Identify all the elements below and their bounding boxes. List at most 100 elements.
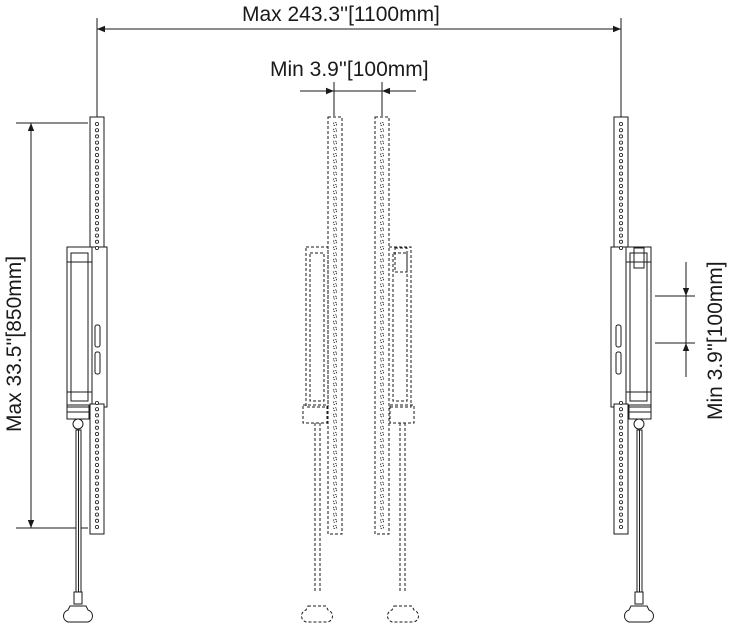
rail-hole xyxy=(332,351,337,356)
rail-hole xyxy=(95,400,100,405)
rail-hole xyxy=(379,227,384,232)
rail-hole xyxy=(332,258,337,263)
rail-hole xyxy=(95,431,100,436)
rail-hole xyxy=(332,128,337,133)
rail-hole xyxy=(619,214,624,219)
rail-hole xyxy=(619,469,624,474)
max-height-label: Max 33.5''[850mm] xyxy=(3,255,26,432)
rail-hole xyxy=(332,382,337,387)
rail-hole xyxy=(379,208,384,213)
rail-hole xyxy=(332,196,337,201)
rail-hole xyxy=(332,407,337,412)
rail-hole xyxy=(379,419,384,424)
rail-hole xyxy=(95,481,100,486)
rail-hole xyxy=(619,512,624,517)
rail-hole xyxy=(332,394,337,399)
rail-hole xyxy=(379,171,384,176)
rail-hole xyxy=(332,512,337,517)
rail-hole xyxy=(95,152,100,157)
rail-hole xyxy=(379,320,384,325)
rail-hole xyxy=(332,183,337,188)
rail-hole xyxy=(379,177,384,182)
rail-hole xyxy=(379,518,384,523)
rail-hole xyxy=(379,351,384,356)
rail-hole xyxy=(332,270,337,275)
rail-hole xyxy=(379,462,384,467)
rail-hole xyxy=(379,413,384,418)
rail-hole xyxy=(379,122,384,127)
rail-hole xyxy=(332,295,337,300)
rail-hole xyxy=(379,295,384,300)
rail-hole xyxy=(332,493,337,498)
rail-hole xyxy=(332,307,337,312)
rail-hole xyxy=(379,221,384,226)
left-bracket xyxy=(63,116,108,623)
rail-hole xyxy=(95,475,100,480)
rail-hole xyxy=(95,462,100,467)
rail-hole xyxy=(95,208,100,213)
rail-hole xyxy=(332,146,337,151)
rail-hole xyxy=(619,146,624,151)
rail-hole xyxy=(95,221,100,226)
rail-hole xyxy=(619,431,624,436)
rail-hole xyxy=(332,444,337,449)
left-knob xyxy=(63,605,93,623)
rail-hole xyxy=(379,165,384,170)
rail-hole xyxy=(619,239,624,244)
max-width-dimension xyxy=(96,18,622,118)
rail-hole xyxy=(379,276,384,281)
rail-hole xyxy=(95,506,100,511)
rail-hole xyxy=(619,190,624,195)
rail-hole xyxy=(379,289,384,294)
rail-hole xyxy=(332,190,337,195)
rail-hole xyxy=(332,245,337,250)
rail-hole xyxy=(95,202,100,207)
rail-hole xyxy=(95,171,100,176)
rail-hole xyxy=(619,475,624,480)
rail-hole xyxy=(332,481,337,486)
rail-hole xyxy=(332,425,337,430)
rail-hole xyxy=(95,500,100,505)
rail-hole xyxy=(332,487,337,492)
rail-hole xyxy=(332,506,337,511)
rail-hole xyxy=(332,462,337,467)
rail-hole xyxy=(619,202,624,207)
rail-hole xyxy=(619,525,624,530)
rail-hole xyxy=(619,487,624,492)
max-width-label: Max 243.3''[1100mm] xyxy=(242,3,440,26)
rail-hole xyxy=(619,506,624,511)
rail-hole xyxy=(332,475,337,480)
rail-hole xyxy=(95,245,100,250)
rail-hole xyxy=(95,227,100,232)
rail-hole xyxy=(379,152,384,157)
rail-hole xyxy=(332,208,337,213)
rail-hole xyxy=(619,196,624,201)
rail-hole xyxy=(379,512,384,517)
rail-hole xyxy=(619,462,624,467)
rail-hole xyxy=(619,165,624,170)
rail-hole xyxy=(332,469,337,474)
rail-hole xyxy=(332,276,337,281)
rail-hole xyxy=(379,140,384,145)
rail-hole xyxy=(332,438,337,443)
rail-hole xyxy=(379,283,384,288)
rail-hole xyxy=(332,140,337,145)
rail-hole xyxy=(379,202,384,207)
min-gap-dimension xyxy=(300,82,416,116)
rail-hole xyxy=(95,419,100,424)
min-gap-label: Min 3.9''[100mm] xyxy=(270,58,429,81)
rail-hole xyxy=(332,376,337,381)
rail-hole xyxy=(95,469,100,474)
rail-hole xyxy=(379,357,384,362)
rail-hole xyxy=(619,407,624,412)
rail-hole xyxy=(619,134,624,139)
rail-hole xyxy=(332,363,337,368)
rail-hole xyxy=(619,227,624,232)
rail-hole xyxy=(379,264,384,269)
rail-hole xyxy=(379,400,384,405)
rail-hole xyxy=(332,332,337,337)
rail-hole xyxy=(332,419,337,424)
center-left-knob xyxy=(301,605,333,623)
rail-hole xyxy=(619,208,624,213)
rail-hole xyxy=(379,301,384,306)
